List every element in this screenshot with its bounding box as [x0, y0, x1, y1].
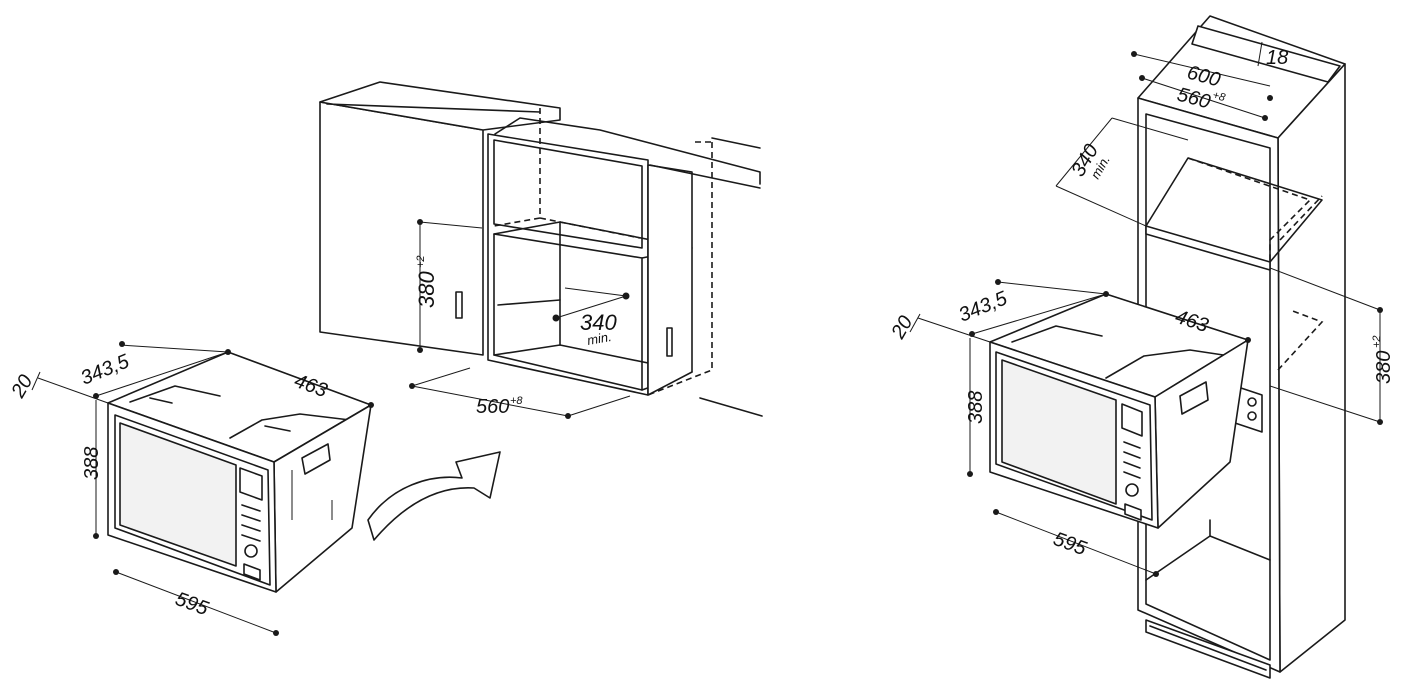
- right-oven-handle: [1179, 381, 1209, 415]
- left-dim-388: 388: [81, 447, 103, 480]
- left-dim-343-5: 343,5: [78, 350, 133, 389]
- middle-dim-560-sup: +8: [510, 395, 523, 407]
- curved-arrow-icon: [367, 451, 501, 541]
- right-dim-380-sup: +2: [1371, 335, 1383, 348]
- middle-dim-380: 380: [414, 271, 439, 308]
- middle-dim-380-sup: +2: [415, 255, 427, 268]
- middle-cabinet: 380 +2 340 min. 560 +8: [319, 81, 763, 419]
- middle-right-handle: [666, 327, 673, 357]
- middle-dim-560: 560: [476, 396, 509, 418]
- right-tower: 18 600 560 +8 340 min. 380 +2: [887, 15, 1395, 679]
- right-oven-dim-20: 20: [887, 312, 918, 343]
- right-oven-window: [1001, 359, 1117, 505]
- right-dim-380: 380: [1373, 351, 1395, 384]
- left-oven-handle: [301, 443, 331, 475]
- right-dim-18: 18: [1266, 47, 1288, 69]
- middle-dim-340-min: min.: [586, 329, 613, 348]
- left-oven: 463 343,5 20 388 595: [7, 341, 374, 636]
- right-oven-dim-343-5: 343,5: [956, 287, 1011, 326]
- left-oven-window: [119, 422, 237, 567]
- left-dim-595: 595: [172, 588, 212, 620]
- middle-dim-340: 340: [580, 310, 617, 335]
- right-dim-560-sup: +8: [1211, 89, 1227, 104]
- right-oven-dim-388: 388: [965, 391, 987, 424]
- middle-left-handle: [455, 291, 463, 319]
- right-oven-dim-595: 595: [1050, 528, 1090, 560]
- left-dim-20: 20: [7, 371, 38, 402]
